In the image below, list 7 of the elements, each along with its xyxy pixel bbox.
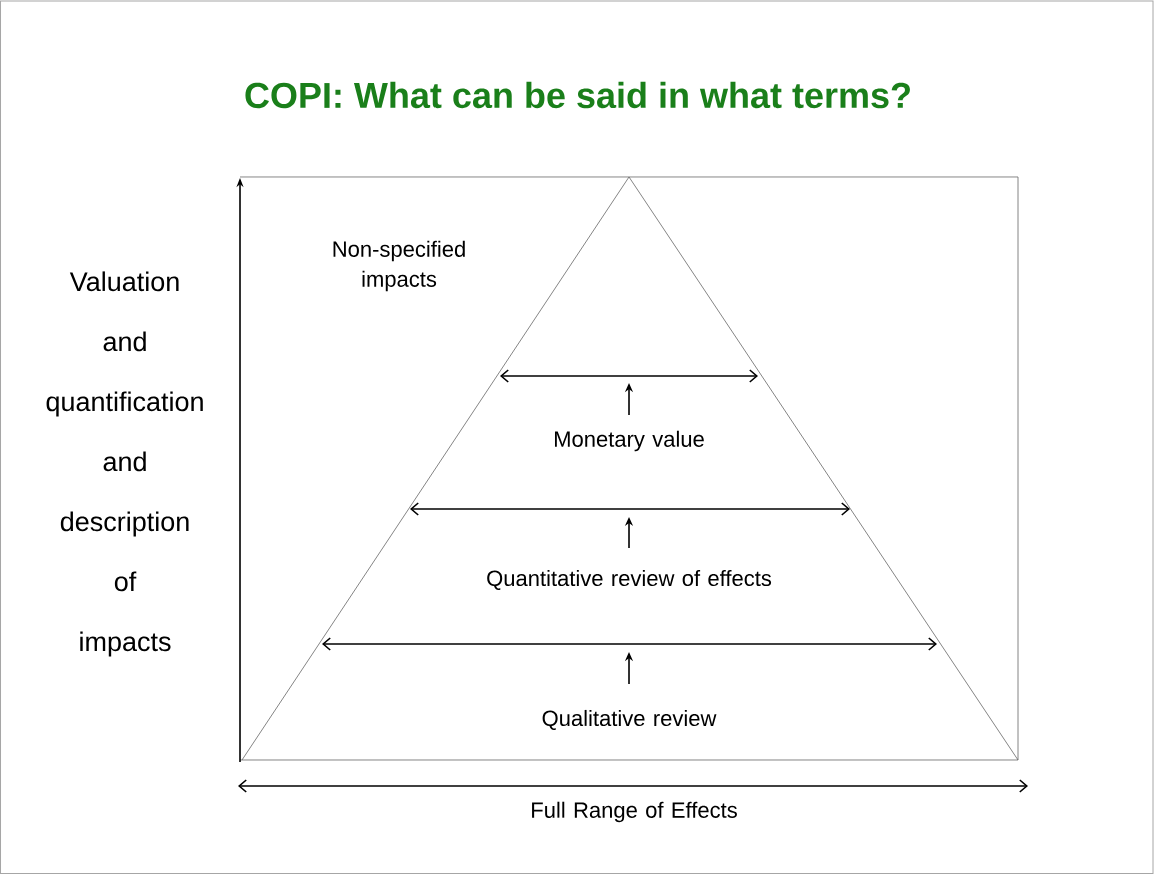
title: COPI: What can be said in what terms? <box>245 81 910 109</box>
label-text: Monetary value <box>555 430 704 452</box>
label-text: Valuation and quantification and description of impacts <box>46 271 203 657</box>
label-text: Full Range of Effects <box>532 801 737 823</box>
label-text: Qualitative review <box>542 709 717 731</box>
label-text: Quantitative review of effects <box>487 569 772 591</box>
label-text: Non-specified impacts <box>333 240 465 292</box>
